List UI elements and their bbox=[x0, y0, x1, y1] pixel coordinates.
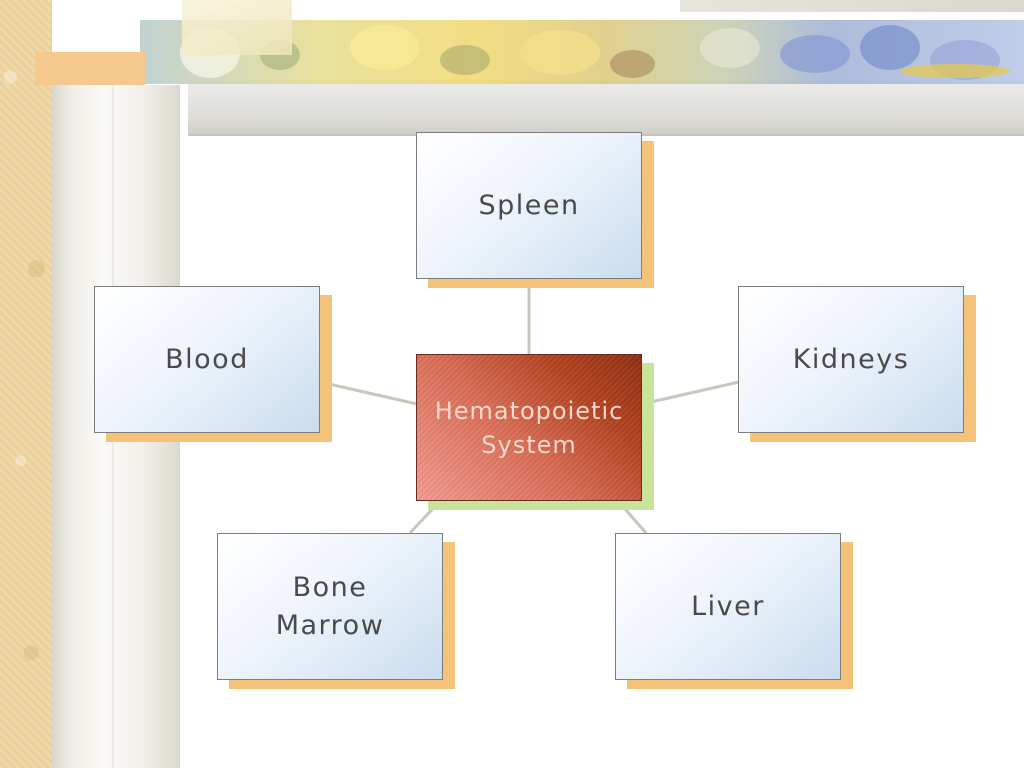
node-hematopoietic-system: Hematopoietic System bbox=[416, 354, 642, 501]
node-bone-marrow: Bone Marrow bbox=[217, 533, 443, 680]
left-texture-strip bbox=[0, 0, 52, 768]
top-right-edge bbox=[680, 0, 1024, 12]
node-liver: Liver bbox=[615, 533, 841, 680]
node-spleen: Spleen bbox=[416, 132, 642, 279]
connector-bone-marrow bbox=[408, 499, 442, 535]
top-frame-bar bbox=[188, 80, 1024, 136]
node-blood-label: Blood bbox=[165, 343, 249, 375]
connector-kidneys bbox=[641, 380, 740, 406]
node-liver-label: Liver bbox=[691, 590, 765, 622]
connector-liver bbox=[616, 500, 648, 534]
flower-corner-image bbox=[182, 0, 292, 55]
node-spleen-label: Spleen bbox=[478, 189, 580, 221]
connector-blood bbox=[319, 380, 418, 406]
node-kidneys-label: Kidneys bbox=[792, 343, 910, 375]
node-kidneys: Kidneys bbox=[738, 286, 964, 433]
node-center-label: Hematopoietic System bbox=[434, 396, 624, 459]
node-bone-marrow-label: Bone Marrow bbox=[275, 571, 385, 641]
node-blood: Blood bbox=[94, 286, 320, 433]
banner-accent-block bbox=[35, 52, 145, 85]
